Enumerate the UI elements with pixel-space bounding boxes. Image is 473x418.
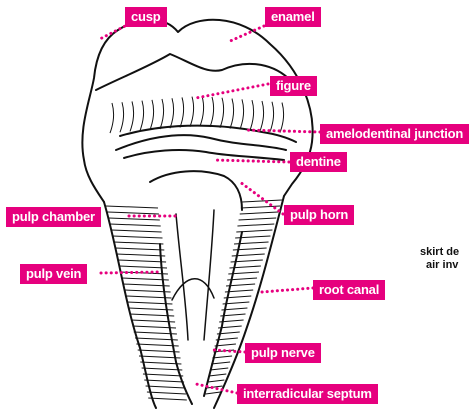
- hatch-line: [144, 380, 184, 382]
- dentine-tubule: [180, 97, 184, 127]
- dentine-tubule: [140, 101, 144, 131]
- clipped-text-line-2: air inv: [426, 259, 458, 272]
- dentine-tubule: [220, 98, 224, 128]
- hatch-line: [240, 212, 278, 214]
- hatch-line: [237, 224, 274, 226]
- dentine-tubule: [260, 101, 264, 131]
- dentine-tubule: [160, 99, 164, 129]
- hatch-line: [109, 218, 160, 220]
- label-cusp: cusp: [125, 7, 167, 27]
- dentine-tubule: [170, 98, 174, 128]
- dentine-boundary: [116, 135, 286, 150]
- label-amelodentinal-junction: amelodentinal junction: [320, 124, 469, 144]
- dentine-tubule: [120, 102, 124, 132]
- hatch-line: [207, 386, 223, 388]
- label-root-canal: root canal: [313, 280, 385, 300]
- dentine-tubule: [210, 97, 214, 127]
- leader-interradicular-septum: [196, 384, 237, 393]
- dentine-tubule: [230, 99, 234, 129]
- hatch-line: [110, 224, 161, 226]
- hatch-line: [111, 230, 161, 232]
- root-left-outer: [104, 202, 156, 408]
- canal-right: [204, 210, 214, 340]
- leader-root-canal: [262, 288, 313, 292]
- hatch-line: [107, 212, 159, 214]
- dentine-tubule: [110, 103, 114, 133]
- hatch-line: [119, 266, 167, 268]
- enamel-boundary: [96, 54, 288, 90]
- dentine-tubule: [150, 100, 154, 130]
- hatch-line: [113, 236, 163, 238]
- dentine-tubule: [270, 102, 274, 132]
- label-pulp-chamber: pulp chamber: [6, 207, 101, 227]
- hatch-line: [206, 392, 221, 394]
- hatch-line: [115, 248, 164, 250]
- clipped-text-line-1: skirt de: [420, 246, 459, 259]
- pulp-chamber-outline: [150, 171, 242, 210]
- hatch-line: [114, 242, 163, 244]
- hatch-line: [118, 260, 166, 262]
- leader-figure: [196, 84, 268, 98]
- dentine-tubule: [130, 101, 134, 131]
- crown-left-edge: [82, 30, 118, 202]
- label-dentine: dentine: [290, 152, 347, 172]
- hatch-line: [212, 356, 232, 358]
- dentine-tubule: [280, 103, 284, 133]
- label-pulp-nerve: pulp nerve: [245, 343, 321, 363]
- adj-band-bottom: [124, 150, 284, 160]
- hatch-line: [143, 374, 183, 376]
- label-pulp-horn: pulp horn: [284, 205, 354, 225]
- hatch-line: [148, 398, 187, 400]
- label-interradicular-septum: interradicular septum: [237, 384, 378, 404]
- hatch-line: [146, 386, 185, 388]
- hatch-line: [147, 392, 186, 394]
- root-right-inner: [204, 232, 242, 396]
- canal-left: [176, 214, 188, 340]
- hatch-line: [208, 380, 225, 382]
- leader-pulp-horn: [240, 182, 283, 214]
- hatch-line: [210, 368, 228, 370]
- hatch-line: [117, 254, 166, 256]
- hatch-line: [211, 362, 230, 364]
- hatch-line: [142, 368, 183, 370]
- hatch-line: [236, 230, 272, 232]
- dentine-tubule: [190, 97, 194, 127]
- hatch-line: [239, 218, 277, 220]
- label-figure: figure: [270, 76, 317, 96]
- hatch-line: [106, 206, 158, 208]
- hatch-line: [209, 374, 226, 376]
- dentine-tubule: [250, 100, 254, 130]
- hatch-line: [242, 200, 282, 202]
- label-pulp-vein: pulp vein: [20, 264, 87, 284]
- label-enamel: enamel: [265, 7, 321, 27]
- dentine-tubule: [240, 99, 244, 129]
- dentine-tubule: [200, 96, 204, 126]
